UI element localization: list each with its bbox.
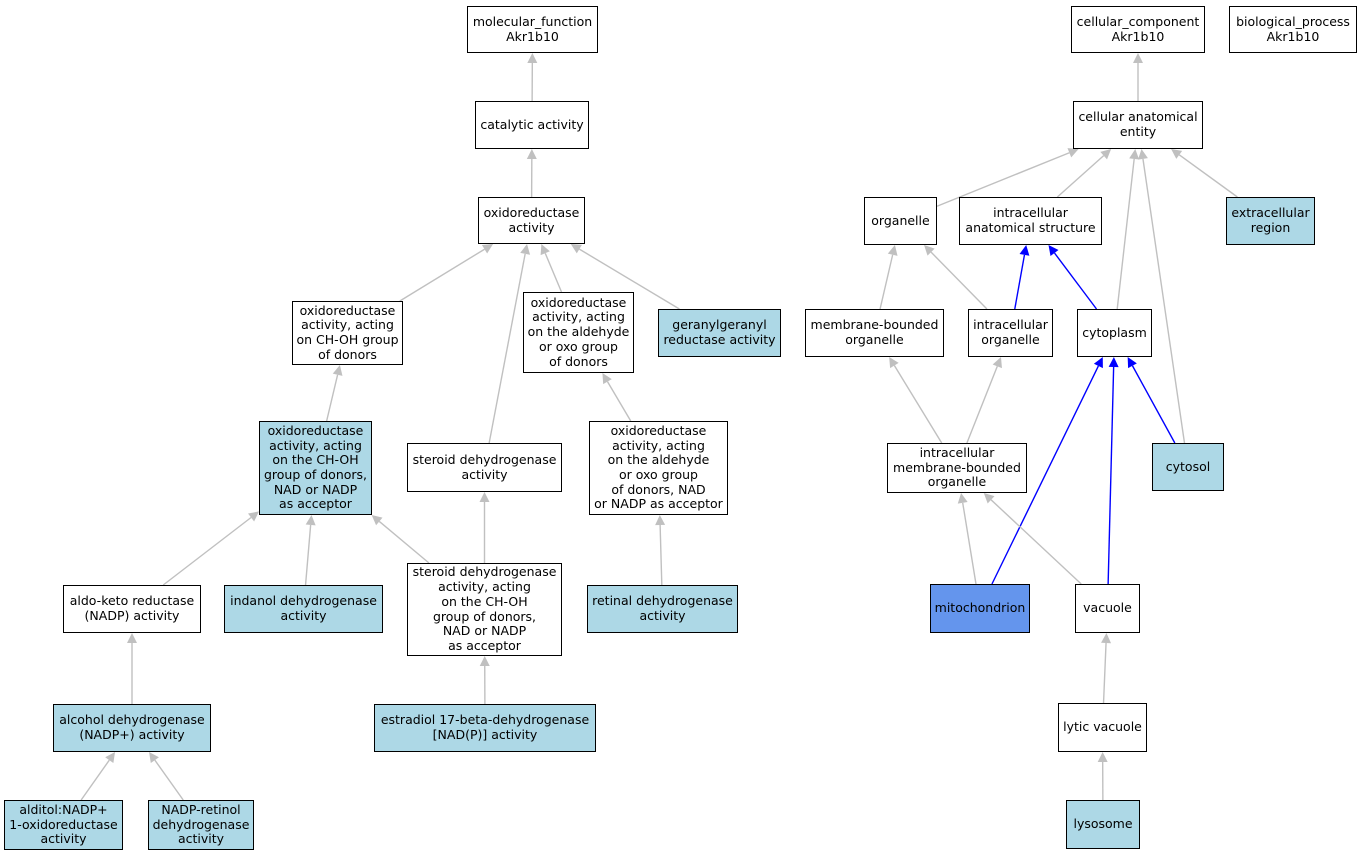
node-alditol-nadp-1-oxidoreductase-activity[interactable]: alditol:NADP+ 1-oxidoreductase activity — [4, 800, 123, 850]
arrowhead-ic_organelle-to-intracellular_as — [1019, 245, 1030, 256]
edge-ox_choh_nad-to-ox_choh — [325, 374, 339, 422]
node-aldo-keto-reductase-activity[interactable]: aldo-keto reductase (NADP) activity — [63, 585, 201, 633]
node-cellular-component-root[interactable]: cellular_component Akr1b10 — [1071, 6, 1205, 53]
arrowhead-imb_organelle-to-ic_organelle — [992, 357, 1002, 369]
arrowhead-retinal_dh-to-ox_aldehyde_nad — [655, 515, 666, 526]
edge-cytoplasm-to-intracellular_as — [1053, 252, 1098, 310]
node-oxidoreductase-aldehyde-oxo-donors[interactable]: oxidoreductase activity, acting on the a… — [523, 292, 634, 373]
edge-cytosol-to-cytoplasm — [1131, 365, 1176, 444]
node-oxidoreductase-ch-oh-donors[interactable]: oxidoreductase activity, acting on CH-OH… — [292, 301, 403, 365]
node-lytic-vacuole[interactable]: lytic vacuole — [1058, 703, 1147, 752]
arrowhead-organelle-to-cae — [1067, 148, 1079, 158]
edge-imb_organelle-to-ic_organelle — [966, 366, 998, 444]
node-intracellular-membrane-bounded-organelle[interactable]: intracellular membrane-bounded organelle — [887, 443, 1027, 493]
edge-geranylgeranyl-to-oxidoreductase — [578, 248, 680, 310]
node-estradiol-17-beta-dehydrogenase-activity[interactable]: estradiol 17-beta-dehydrogenase [NAD(P)]… — [374, 704, 596, 752]
arrowhead-mitochondrion-to-cytoplasm — [1093, 357, 1103, 369]
arrowhead-steroid_dh_choh-to-steroid_dh — [479, 492, 490, 502]
arrowhead-extracellular-to-cae — [1171, 149, 1183, 159]
edge-aldo_keto-to-ox_choh_nad — [162, 516, 252, 586]
edge-alditol-to-alcohol_dh — [80, 759, 110, 801]
arrowhead-cae-to-cc_root — [1133, 53, 1143, 63]
arrowhead-ox_choh-to-oxidoreductase — [481, 244, 494, 254]
edge-mitochondrion-to-cytoplasm — [991, 365, 1100, 585]
node-cytoplasm[interactable]: cytoplasm — [1077, 309, 1152, 357]
arrowhead-catalytic-to-mf_root — [527, 53, 538, 64]
edge-retinal_dh-to-ox_aldehyde_nad — [659, 524, 663, 586]
arrowhead-cytosol-to-cytoplasm — [1127, 357, 1137, 369]
edge-ic_organelle-to-intracellular_as — [1014, 254, 1026, 310]
edge-steroid_dh_choh-to-ox_choh_nad — [378, 520, 430, 564]
arrowhead-alcohol_dh-to-aldo_keto — [127, 633, 137, 643]
node-extracellular-region[interactable]: extracellular region — [1226, 197, 1315, 245]
edge-lytic_vacuole-to-vacuole — [1102, 642, 1107, 704]
edge-ox_choh-to-oxidoreductase — [399, 248, 485, 302]
edge-cytosol-to-cae — [1142, 158, 1186, 444]
arrowhead-alditol-to-alcohol_dh — [105, 752, 116, 764]
arrowhead-ox_aldehyde_nad-to-ox_aldehyde — [602, 373, 612, 385]
edge-extracellular-to-cae — [1178, 154, 1238, 198]
node-vacuole[interactable]: vacuole — [1075, 584, 1140, 633]
edge-steroid_dh-to-oxidoreductase — [488, 253, 526, 444]
edge-mb_organelle-to-organelle — [879, 254, 894, 310]
arrowhead-ic_organelle-to-organelle — [924, 245, 935, 256]
edge-ox_aldehyde_nad-to-ox_aldehyde — [606, 381, 632, 422]
arrowhead-geranylgeranyl-to-oxidoreductase — [570, 244, 582, 254]
arrowhead-cytosol-to-cae — [1138, 149, 1148, 160]
arrowhead-ox_choh_nad-to-ox_choh — [332, 365, 343, 376]
node-steroid-dehydrogenase-activity[interactable]: steroid dehydrogenase activity — [407, 443, 562, 492]
node-steroid-dehydrogenase-ch-oh-nad-nadp[interactable]: steroid dehydrogenase activity, acting o… — [407, 563, 562, 656]
edge-mitochondrion-to-imb_organelle — [962, 502, 977, 585]
node-indanol-dehydrogenase-activity[interactable]: indanol dehydrogenase activity — [224, 585, 383, 633]
node-oxidoreductase-activity[interactable]: oxidoreductase activity — [478, 197, 585, 244]
edge-intracellular_as-to-cae — [1056, 155, 1105, 198]
arrowhead-mitochondrion-to-imb_organelle — [957, 493, 968, 504]
arrowhead-mb_organelle-to-organelle — [887, 245, 898, 256]
edge-nadp_retinol-to-alcohol_dh — [154, 759, 184, 801]
node-organelle[interactable]: organelle — [864, 197, 937, 245]
node-mitochondrion[interactable]: mitochondrion — [930, 584, 1030, 633]
arrowhead-imb_organelle-to-mb_organelle — [889, 357, 899, 369]
node-membrane-bounded-organelle[interactable]: membrane-bounded organelle — [805, 309, 944, 357]
arrowhead-indanol-to-ox_choh_nad — [305, 515, 316, 526]
node-biological-process-root[interactable]: biological_process Akr1b10 — [1229, 6, 1357, 53]
node-intracellular-anatomical-structure[interactable]: intracellular anatomical structure — [959, 197, 1102, 245]
arrowhead-ox_aldehyde-to-oxidoreductase — [540, 244, 550, 256]
edge-vacuole-to-cytoplasm — [1107, 366, 1115, 585]
arrowhead-steroid_dh-to-oxidoreductase — [520, 244, 531, 255]
arrowhead-steroid_dh_choh-to-ox_choh_nad — [371, 515, 383, 526]
node-cytosol[interactable]: cytosol — [1152, 443, 1224, 491]
arrowhead-lysosome-to-lytic_vacuole — [1097, 752, 1108, 763]
arrowhead-cytoplasm-to-intracellular_as — [1048, 245, 1059, 256]
node-catalytic-activity[interactable]: catalytic activity — [475, 101, 589, 149]
node-intracellular-organelle[interactable]: intracellular organelle — [968, 309, 1053, 357]
node-molecular-function-root[interactable]: molecular_function Akr1b10 — [467, 6, 598, 53]
arrowhead-lytic_vacuole-to-vacuole — [1101, 633, 1112, 644]
node-nadp-retinol-dehydrogenase-activity[interactable]: NADP-retinol dehydrogenase activity — [148, 800, 254, 850]
arrowhead-vacuole-to-cytoplasm — [1108, 357, 1119, 368]
arrowhead-nadp_retinol-to-alcohol_dh — [149, 752, 159, 764]
node-alcohol-dehydrogenase-nadp-activity[interactable]: alcohol dehydrogenase (NADP+) activity — [53, 704, 211, 752]
arrowhead-vacuole-to-imb_organelle — [983, 493, 995, 504]
node-retinal-dehydrogenase-activity[interactable]: retinal dehydrogenase activity — [587, 585, 738, 633]
edge-ic_organelle-to-organelle — [930, 251, 988, 310]
arrowhead-intracellular_as-to-cae — [1100, 149, 1112, 160]
arrowhead-cytoplasm-to-cae — [1129, 149, 1140, 160]
edge-indanol-to-ox_choh_nad — [304, 524, 312, 586]
arrowhead-oxidoreductase-to-catalytic — [526, 149, 537, 160]
node-geranylgeranyl-reductase-activity[interactable]: geranylgeranyl reductase activity — [658, 309, 781, 357]
node-oxidoreductase-aldehyde-nad-nadp[interactable]: oxidoreductase activity, acting on the a… — [589, 421, 728, 515]
edge-ox_aldehyde-to-oxidoreductase — [544, 252, 563, 293]
arrowhead-aldo_keto-to-ox_choh_nad — [248, 511, 259, 522]
node-cellular-anatomical-entity[interactable]: cellular anatomical entity — [1073, 101, 1203, 149]
edge-cytoplasm-to-cae — [1116, 158, 1135, 310]
arrowhead-estradiol-to-steroid_dh_choh — [479, 656, 490, 667]
edge-imb_organelle-to-mb_organelle — [893, 365, 943, 444]
node-oxidoreductase-ch-oh-nad-nadp[interactable]: oxidoreductase activity, acting on the C… — [259, 421, 372, 515]
node-lysosome[interactable]: lysosome — [1066, 800, 1140, 849]
edge-vacuole-to-imb_organelle — [990, 499, 1082, 585]
